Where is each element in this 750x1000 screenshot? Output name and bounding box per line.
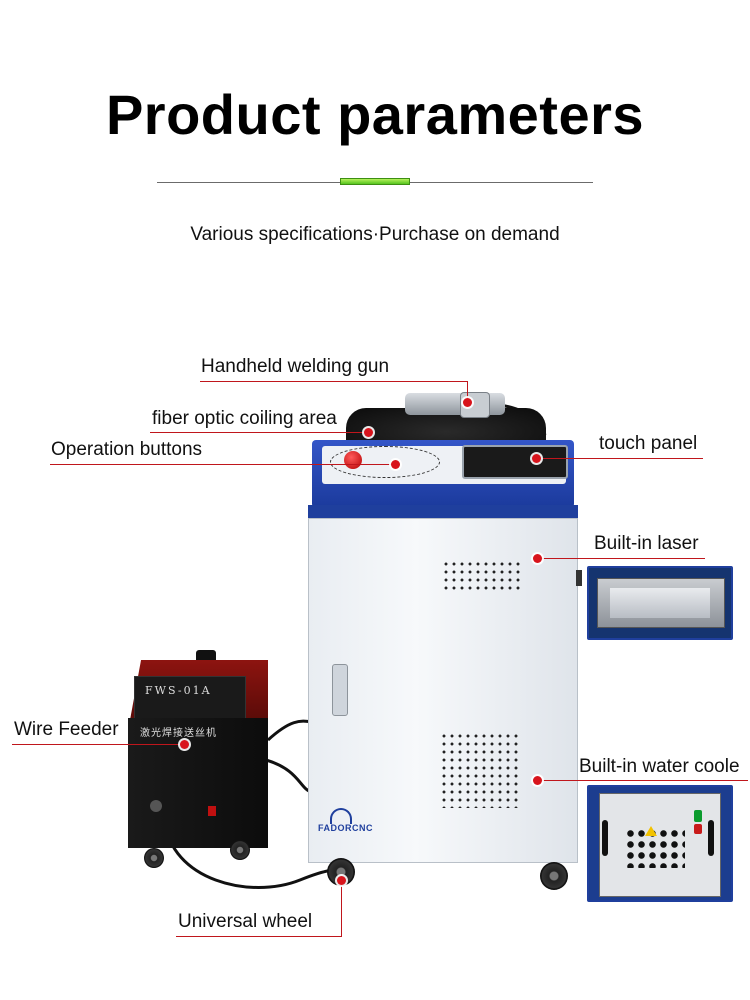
marker-welding-gun	[463, 398, 472, 407]
welding-gun	[405, 393, 505, 415]
marker-water-cooler	[533, 776, 542, 785]
marker-universal-wheel	[337, 876, 346, 885]
leader-fiber-coiling	[150, 432, 366, 433]
cabinet-wheel-right	[540, 862, 568, 890]
marker-built-in-laser	[533, 554, 542, 563]
callout-wire-feeder: Wire Feeder	[14, 719, 119, 740]
leader-water-cooler	[540, 780, 748, 781]
page-subtitle: Various specifications·Purchase on deman…	[190, 224, 560, 245]
welding-gun-head	[460, 392, 490, 418]
door-handle[interactable]	[332, 664, 348, 716]
callout-operation-buttons: Operation buttons	[51, 439, 203, 460]
water-cooler-handle-right	[708, 820, 714, 856]
operation-buttons-highlight	[330, 446, 440, 478]
marker-wire-feeder	[180, 740, 189, 749]
leader-universal-wheel	[176, 936, 342, 937]
callout-water-cooler: Built-in water coole	[579, 756, 740, 777]
cabinet-band	[308, 505, 578, 521]
water-inlet-connector	[694, 810, 702, 822]
leader-welding-gun-drop	[467, 381, 468, 401]
side-latch	[576, 570, 582, 586]
feeder-model-label: FWS-01A	[145, 684, 212, 697]
title-divider-accent	[340, 178, 410, 185]
feeder-wheel-right	[230, 840, 250, 860]
leader-built-in-laser	[540, 558, 705, 559]
callout-welding-gun: Handheld welding gun	[201, 356, 390, 377]
leader-operation-buttons	[50, 464, 393, 465]
marker-operation-buttons	[391, 460, 400, 469]
callout-fiber-coiling: fiber optic coiling area	[152, 408, 337, 429]
touch-screen[interactable]	[462, 445, 568, 479]
feeder-wheel-left	[144, 848, 164, 868]
warning-icon	[645, 826, 657, 836]
brand-name: FADORCNC	[318, 823, 373, 833]
leader-touch-panel	[538, 458, 703, 459]
callout-built-in-laser: Built-in laser	[594, 533, 699, 554]
feeder-front-panel	[134, 676, 246, 720]
feeder-body	[128, 718, 268, 848]
callout-universal-wheel: Universal wheel	[178, 911, 313, 932]
marker-fiber-coiling	[364, 428, 373, 437]
lower-vent-grille	[440, 732, 520, 808]
leader-universal-wheel-rise	[341, 882, 342, 936]
leader-wire-feeder	[12, 744, 184, 745]
upper-vent-grille	[442, 560, 524, 590]
callout-touch-panel: touch panel	[599, 433, 698, 454]
page-title: Product parameters	[105, 83, 645, 146]
feeder-power-switch[interactable]	[208, 806, 216, 816]
marker-touch-panel	[532, 454, 541, 463]
leader-welding-gun	[200, 381, 468, 382]
feeder-name-label: 激光焊接送丝机	[140, 728, 217, 739]
brand-logo-icon	[330, 808, 352, 824]
laser-module-face	[610, 588, 710, 618]
water-cooler-handle-left	[602, 820, 608, 856]
feeder-connector	[150, 800, 162, 812]
water-outlet-connector	[694, 824, 702, 834]
